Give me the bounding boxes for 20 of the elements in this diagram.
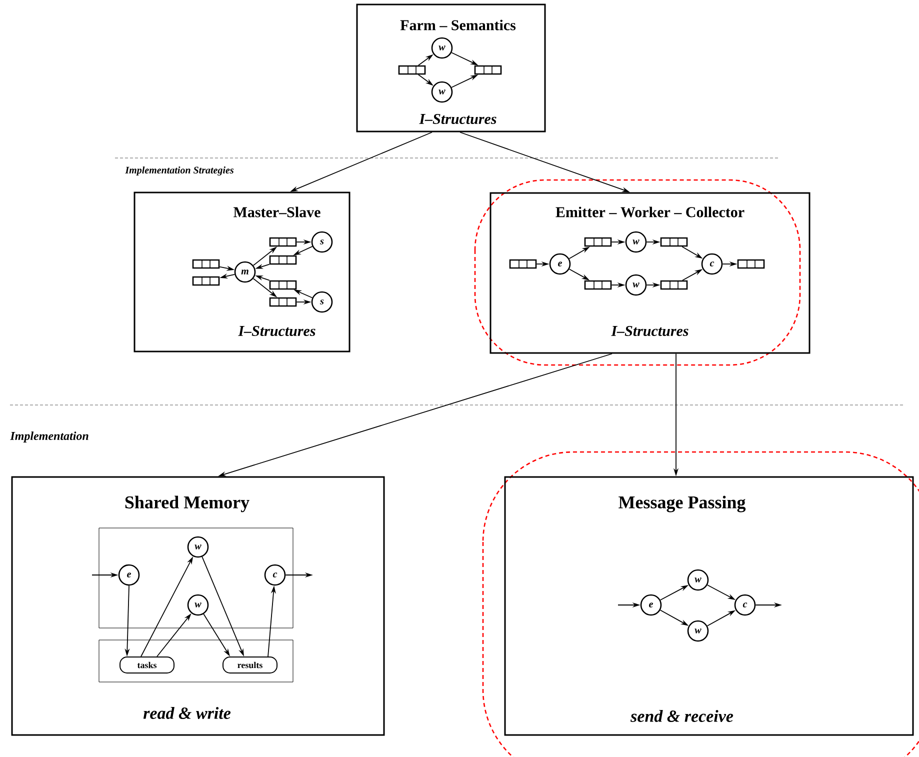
queue-box bbox=[269, 297, 297, 307]
storage-pill: results bbox=[222, 656, 278, 674]
queue-box bbox=[660, 237, 688, 247]
queue-box bbox=[474, 65, 502, 75]
memory-area bbox=[98, 528, 294, 628]
queue-box bbox=[509, 259, 537, 269]
storage-pill: tasks bbox=[120, 656, 174, 674]
queue-box bbox=[269, 237, 297, 247]
section-label: Implementation Strategies bbox=[125, 166, 234, 176]
queue-box bbox=[660, 280, 688, 290]
queue-box bbox=[584, 280, 612, 290]
queue-box bbox=[192, 276, 220, 286]
queue-box bbox=[398, 65, 426, 75]
queue-box bbox=[269, 255, 297, 265]
queue-box bbox=[192, 259, 220, 269]
memory-area bbox=[98, 640, 294, 682]
queue-box bbox=[737, 259, 765, 269]
section-label: Implementation bbox=[10, 432, 88, 442]
queue-box bbox=[269, 280, 297, 290]
queue-box bbox=[584, 237, 612, 247]
